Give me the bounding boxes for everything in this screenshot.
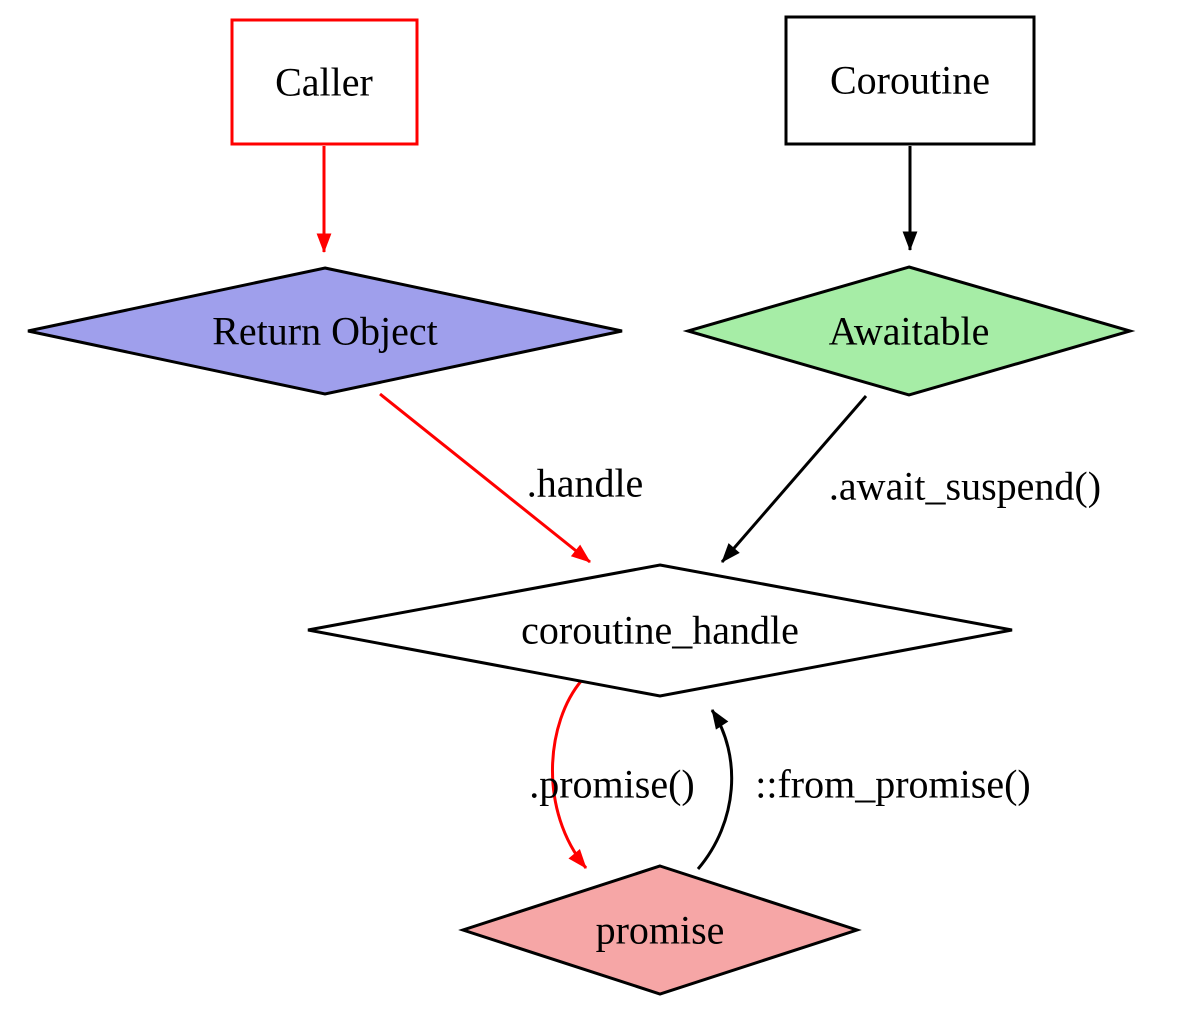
promise-label: promise — [596, 908, 725, 953]
return-object-node: Return Object — [27, 266, 623, 396]
coroutine-node: Coroutine — [784, 15, 1036, 146]
edge-label-await-suspend: .await_suspend() — [829, 464, 1101, 509]
edge-label-from-promise: ::from_promise() — [755, 762, 1031, 807]
awaitable-label: Awaitable — [829, 309, 990, 354]
edge-promise-to-coroutine-handle — [696, 709, 734, 870]
return-object-diamond — [27, 266, 623, 396]
edge-awaitable-to-coroutine-handle — [720, 395, 868, 563]
coroutine-handle-diamond — [307, 563, 1013, 698]
edge-return-object-to-coroutine-handle — [379, 392, 591, 564]
edge-label-handle: .handle — [527, 461, 644, 506]
awaitable-node: Awaitable — [682, 265, 1136, 397]
caller-box — [230, 18, 419, 146]
return-object-label: Return Object — [212, 309, 438, 354]
coroutine-label: Coroutine — [830, 58, 990, 103]
promise-node: promise — [458, 864, 862, 996]
caller-node: Caller — [230, 18, 419, 146]
coroutine-handle-node: coroutine_handle — [307, 563, 1013, 698]
coroutine-handle-label: coroutine_handle — [521, 608, 799, 653]
edge-label-promise-method: .promise() — [529, 762, 695, 807]
promise-diamond — [458, 864, 862, 996]
awaitable-diamond — [682, 265, 1136, 397]
caller-label: Caller — [275, 60, 373, 105]
coroutine-box — [784, 15, 1036, 146]
edge-coroutine-handle-to-promise — [551, 679, 588, 869]
